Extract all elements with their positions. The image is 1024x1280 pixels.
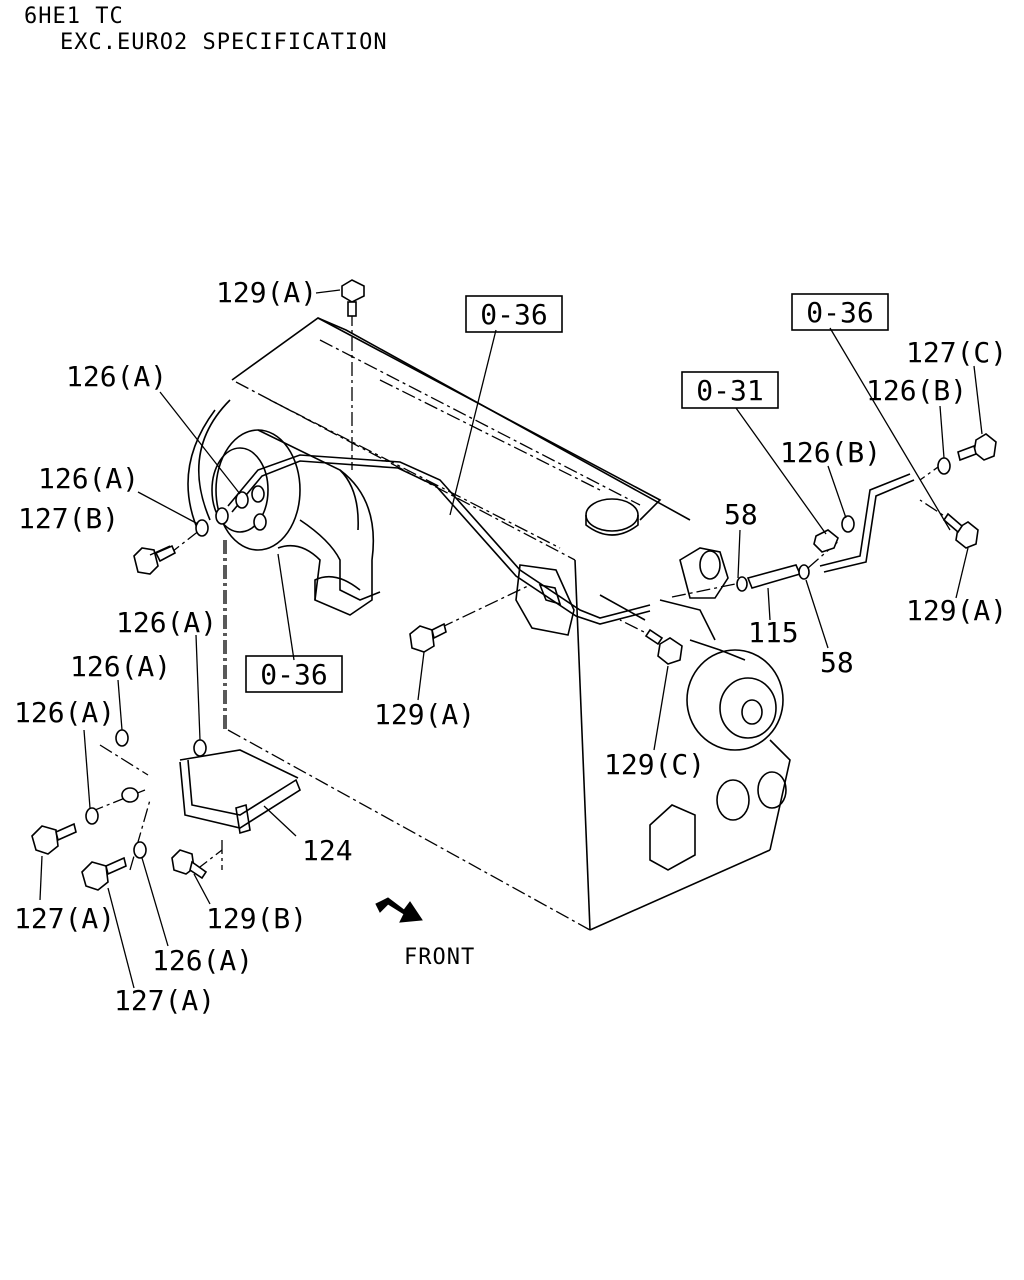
ref-label-mid-right: 0-31: [696, 374, 763, 407]
bolt-127a-bottom: [81, 856, 127, 891]
label-127b: 127(B): [18, 502, 119, 535]
bolt-129a-right: [942, 512, 979, 549]
label-127a-left: 127(A): [14, 902, 115, 935]
label-129c-center: 129(C): [604, 748, 705, 781]
label-126a-upper: 126(A): [66, 360, 167, 393]
ref-label-top-center: 0-36: [480, 298, 547, 331]
label-127c: 127(C): [906, 336, 1007, 369]
bolt-127a-left: [31, 822, 77, 855]
label-127a-bottom: 127(A): [114, 984, 215, 1017]
ref-label-top-right: 0-36: [806, 296, 873, 329]
washers: [85, 457, 951, 859]
front-label: FRONT: [404, 945, 475, 970]
label-129a-right: 129(A): [906, 594, 1007, 627]
ref-box-mid-right: 0-31: [681, 371, 779, 409]
ref-box-top-right: 0-36: [791, 293, 889, 331]
label-126b-mid: 126(B): [780, 436, 881, 469]
front-arrow-icon: [375, 897, 423, 923]
ref-label-lower-left: 0-36: [260, 658, 327, 691]
bolt-129b: [171, 849, 208, 880]
bolt-129a-top: [341, 279, 365, 317]
label-124: 124: [302, 834, 353, 867]
model-title: 6HE1 TC: [24, 4, 124, 29]
label-58-upper: 58: [724, 498, 758, 531]
bolt-127c: [957, 433, 997, 462]
label-126a-mid2: 126(A): [70, 650, 171, 683]
ref-box-lower-left: 0-36: [245, 655, 343, 693]
label-129b: 129(B): [206, 902, 307, 935]
label-126a-mid3: 126(A): [14, 696, 115, 729]
spec-subtitle: EXC.EURO2 SPECIFICATION: [60, 30, 388, 55]
engine-block: [187, 317, 791, 931]
label-126a-left: 126(A): [38, 462, 139, 495]
label-126a-mid1: 126(A): [116, 606, 217, 639]
part-labels: 129(A) 126(A) 126(A) 127(B) 126(A) 126(A…: [14, 276, 1007, 1017]
label-126b-right: 126(B): [866, 374, 967, 407]
label-126a-bottom: 126(A): [152, 944, 253, 977]
bolt-129c-center: [644, 628, 683, 665]
bolt-129a-center: [409, 622, 447, 653]
assembly-centerlines: [89, 312, 959, 871]
label-115: 115: [748, 616, 799, 649]
label-58-lower: 58: [820, 646, 854, 679]
front-direction-indicator: FRONT: [375, 897, 475, 970]
leader-lines: [39, 289, 983, 989]
label-129a-center: 129(A): [374, 698, 475, 731]
union-bolt-0-31: [813, 529, 839, 553]
bolt-127b: [133, 544, 177, 575]
label-129a-top: 129(A): [216, 276, 317, 309]
oil-pipes: [179, 454, 915, 835]
ref-box-top-center: 0-36: [465, 295, 563, 333]
